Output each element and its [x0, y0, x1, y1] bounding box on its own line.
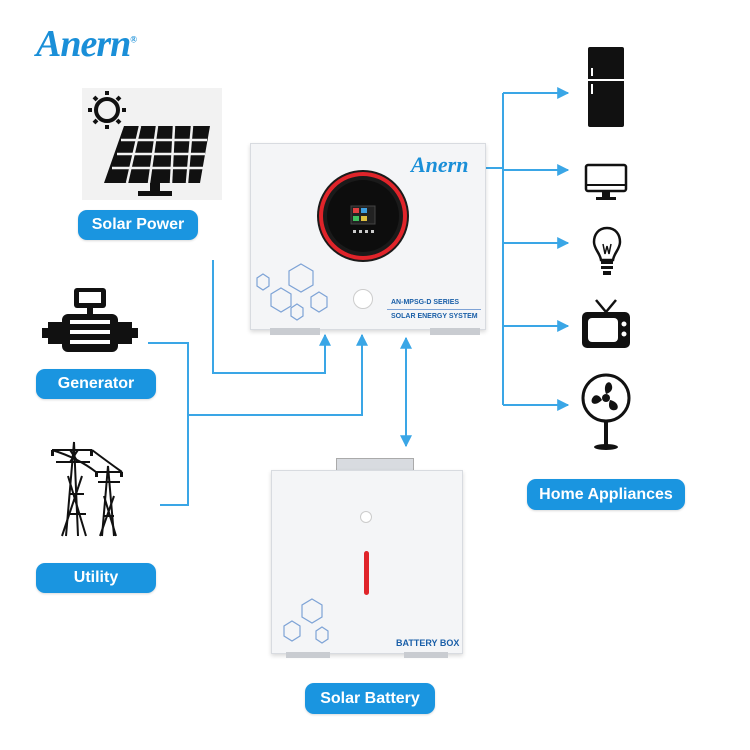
- inverter-foot-left: [270, 328, 320, 335]
- battery-hexagon-pattern: [283, 598, 329, 644]
- sun-icon: [88, 91, 126, 129]
- inverter-label-divider: [387, 309, 481, 310]
- inverter-foot-right: [430, 328, 480, 335]
- monitor-icon: [584, 163, 628, 200]
- solar-power-label: Solar Power: [78, 210, 198, 240]
- generator-icon: [42, 288, 138, 352]
- registered-mark: ®: [130, 34, 137, 45]
- inverter-model-line2: SOLAR ENERGY SYSTEM: [391, 313, 478, 320]
- solar-battery-label: Solar Battery: [305, 683, 435, 714]
- inverter-power-button[interactable]: [353, 289, 373, 309]
- solar-wire: [212, 260, 331, 374]
- inverter-display: [317, 170, 409, 262]
- utility-label: Utility: [36, 563, 156, 593]
- home-appliances-label: Home Appliances: [527, 479, 685, 510]
- power-tower-icon: [51, 441, 123, 537]
- battery-box-label: BATTERY BOX: [396, 638, 460, 648]
- battery-indicator-light: [360, 511, 372, 523]
- battery-foot-left: [286, 652, 330, 658]
- generator-wire: [148, 342, 189, 506]
- battery-box: BATTERY BOX: [271, 470, 463, 654]
- fan-icon: [581, 373, 631, 450]
- appliance-trunk: [484, 167, 504, 405]
- generator-label: Generator: [36, 369, 156, 399]
- refrigerator-icon: [588, 47, 624, 127]
- inverter-brand-logo: Anern: [411, 152, 469, 177]
- battery-foot-right: [404, 652, 448, 658]
- brand-logo-text: Anern: [36, 23, 131, 65]
- battery-red-switch[interactable]: [364, 551, 369, 595]
- brand-logo: Anern®: [36, 22, 137, 66]
- tv-icon: [582, 299, 630, 348]
- inverter-model-line1: AN-MPSG-D SERIES: [391, 299, 460, 306]
- solar-panel-icon: [82, 88, 222, 200]
- grid-wire: [188, 333, 368, 416]
- hexagon-pattern: [256, 263, 328, 321]
- light-bulb-icon: [592, 226, 622, 275]
- inverter-unit: Anern AN-MPSG-D SERIES SOLAR ENERGY SYST…: [250, 143, 486, 330]
